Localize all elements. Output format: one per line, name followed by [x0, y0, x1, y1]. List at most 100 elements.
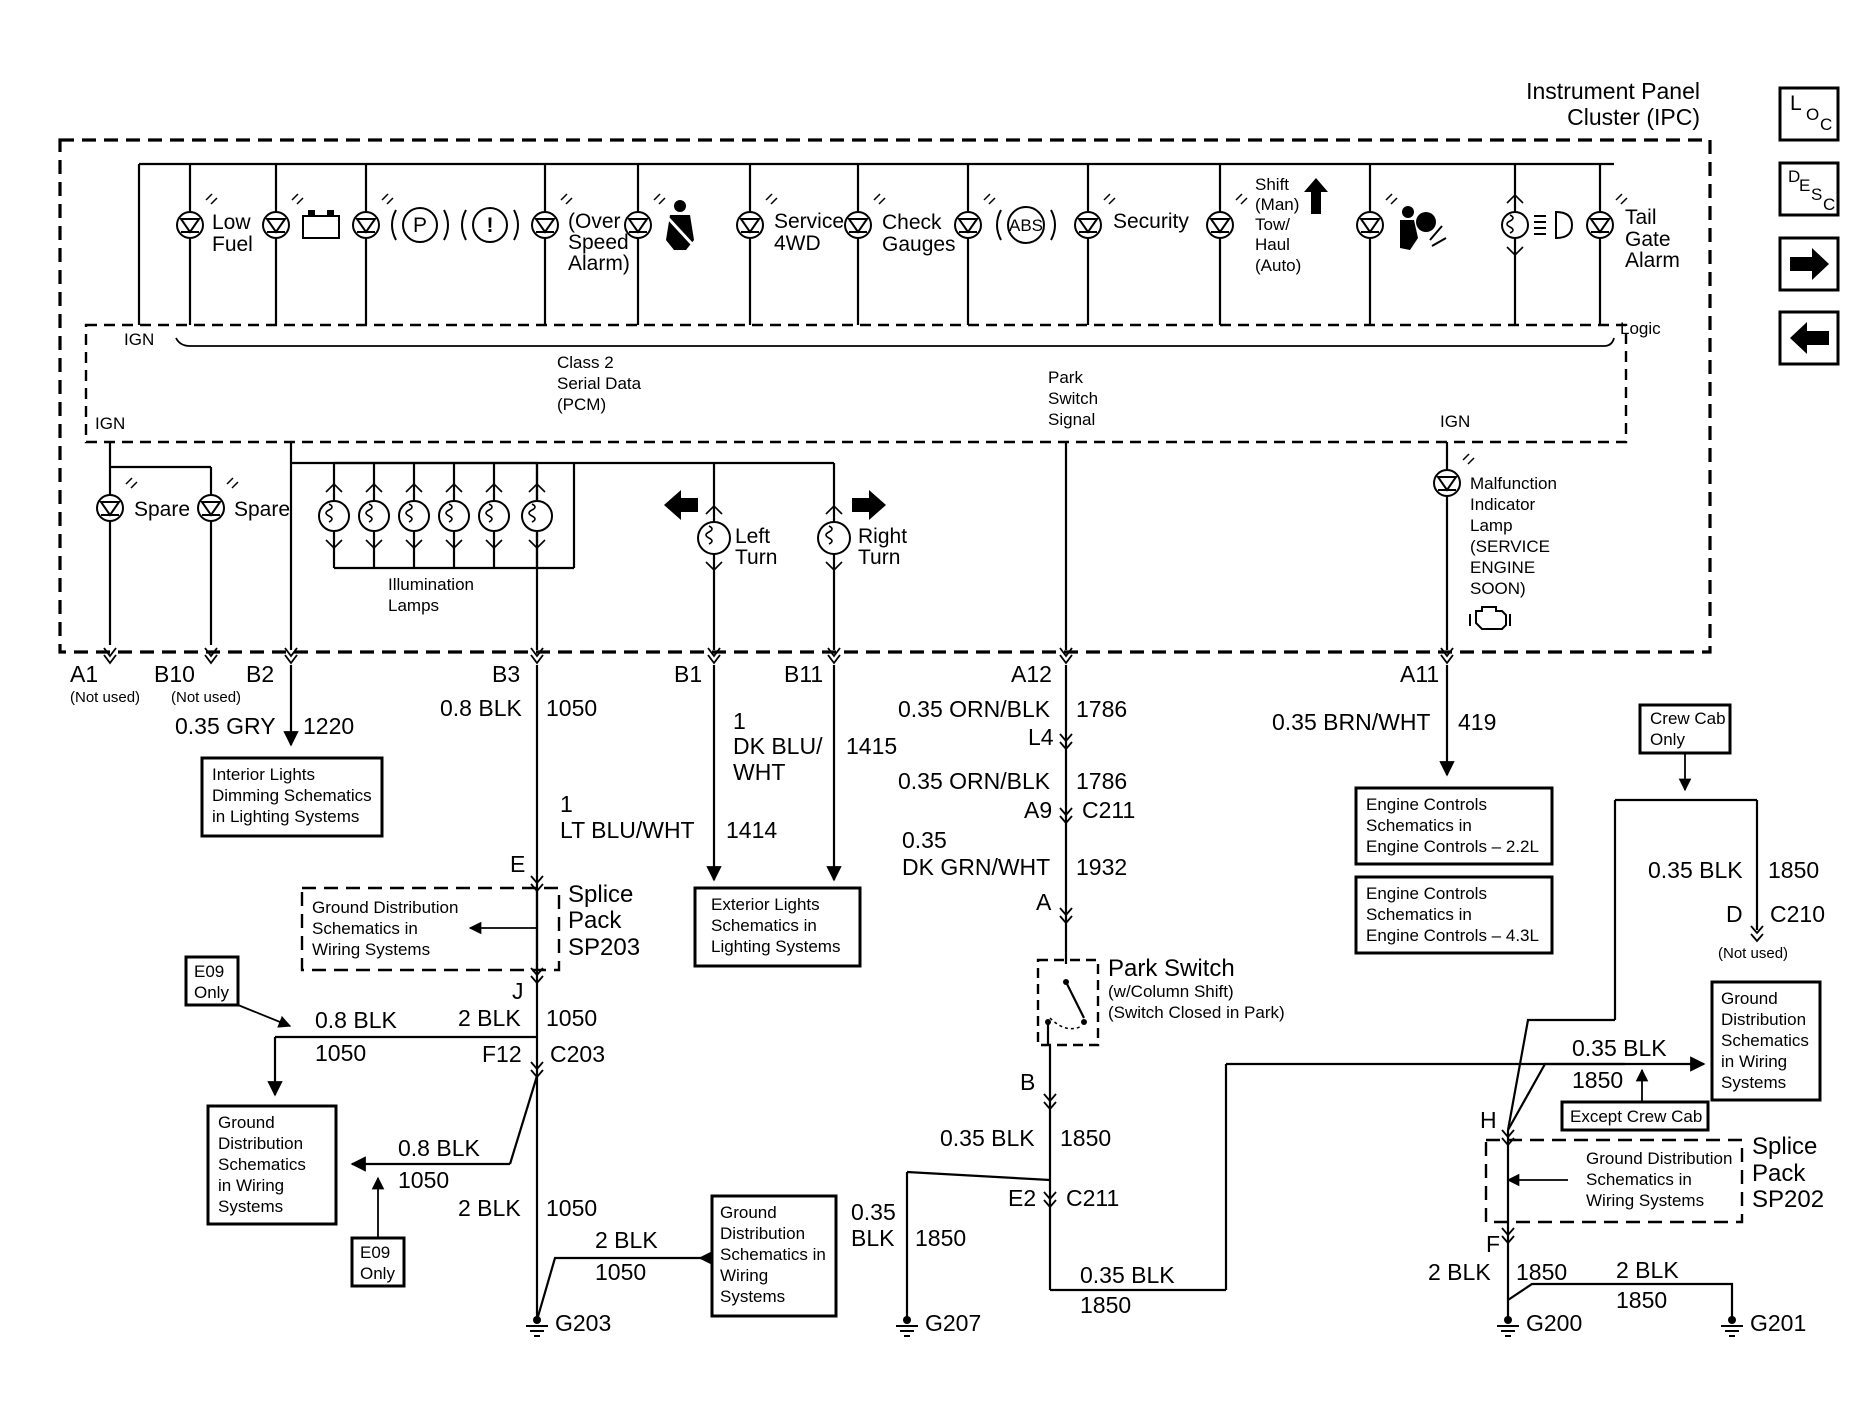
b1-b11-circuits: 1 DK BLU/ WHT 1415	[706, 665, 897, 882]
battery-icon	[302, 210, 340, 239]
ground-distribution-ref-box-right[interactable]: Ground Distribution Schematics in Wiring…	[1710, 980, 1822, 1102]
next-page-button[interactable]	[1778, 236, 1840, 292]
loc-button[interactable]: L O C	[1778, 86, 1840, 142]
connector-pin	[530, 647, 544, 665]
ground-distribution-ref-box-mid[interactable]: Ground Distribution Schematics in Wiring…	[710, 1194, 838, 1318]
park-brake-lamp: P !	[352, 164, 519, 325]
svg-text:1050: 1050	[398, 1167, 449, 1193]
except-crew-cab-box[interactable]: Except Crew Cab	[1560, 1100, 1710, 1132]
svg-text:419: 419	[1458, 709, 1496, 735]
svg-text:in Wiring: in Wiring	[218, 1176, 284, 1195]
svg-text:2 BLK: 2 BLK	[458, 1005, 521, 1031]
svg-text:L: L	[1790, 92, 1802, 115]
engine-controls-43l-ref-box[interactable]: Engine Controls Schematics in Engine Con…	[1354, 875, 1554, 955]
svg-text:Only: Only	[360, 1264, 395, 1283]
svg-text:0.35 BLK: 0.35 BLK	[940, 1125, 1035, 1151]
desc-button[interactable]: D E S C	[1778, 161, 1840, 217]
svg-text:B11: B11	[784, 661, 823, 687]
svg-text:A1: A1	[70, 661, 98, 687]
svg-text:Alarm: Alarm	[1625, 249, 1680, 272]
headlamp-icon	[1534, 210, 1574, 240]
connector-pin	[103, 647, 117, 665]
svg-text:Malfunction: Malfunction	[1470, 474, 1557, 493]
svg-text:1850: 1850	[915, 1225, 966, 1251]
svg-text:Tail: Tail	[1625, 206, 1657, 229]
low-fuel-lamp: Low Fuel	[176, 164, 253, 325]
svg-text:1050: 1050	[315, 1040, 366, 1066]
svg-text:Splice: Splice	[568, 881, 633, 908]
abs-lamp: ABS	[954, 164, 1056, 325]
svg-text:Illumination: Illumination	[388, 575, 474, 594]
exterior-lights-ref-box[interactable]: Exterior Lights Schematics in Lighting S…	[693, 886, 862, 968]
svg-text:J: J	[512, 978, 524, 1004]
svg-text:Systems: Systems	[720, 1287, 785, 1306]
svg-text:Turn: Turn	[735, 546, 777, 569]
b2-circuit: 0.35 GRY 1220	[175, 665, 354, 747]
svg-text:C210: C210	[1770, 901, 1825, 927]
svg-text:Gate: Gate	[1625, 228, 1671, 251]
svg-text:Interior Lights: Interior Lights	[212, 765, 315, 784]
svg-text:E09: E09	[194, 962, 224, 981]
svg-text:Ground: Ground	[1721, 989, 1778, 1008]
ign-label-top: IGN	[124, 330, 154, 349]
svg-text:Lamps: Lamps	[388, 596, 439, 615]
ground-distribution-ref-box-left[interactable]: Ground Distribution Schematics in Wiring…	[206, 1104, 338, 1226]
crew-cab-only-box[interactable]: Crew Cab Only	[1638, 703, 1732, 755]
svg-text:Engine Controls: Engine Controls	[1366, 884, 1487, 903]
e09-only-box-top[interactable]: E09 Only	[184, 955, 240, 1007]
illumination-bulb	[398, 463, 430, 568]
svg-text:B10: B10	[154, 661, 195, 687]
ground-labels: G203 G207 G200 G201	[555, 1310, 1806, 1336]
svg-text:Park: Park	[1048, 368, 1083, 387]
svg-text:Cluster (IPC): Cluster (IPC)	[1567, 104, 1700, 130]
svg-text:(Switch Closed in Park): (Switch Closed in Park)	[1108, 1003, 1285, 1022]
ign-label-right: IGN	[1440, 412, 1470, 431]
svg-text:0.35: 0.35	[851, 1199, 896, 1225]
illumination-bulb	[318, 463, 350, 568]
svg-text:Engine Controls: Engine Controls	[1366, 795, 1487, 814]
svg-text:1850: 1850	[1060, 1125, 1111, 1151]
svg-text:0.35 BLK: 0.35 BLK	[1080, 1262, 1175, 1288]
seat-belt-icon	[666, 200, 694, 250]
class2-bracket	[175, 337, 1615, 347]
svg-text:Schematics in: Schematics in	[312, 919, 418, 938]
svg-text:Wiring Systems: Wiring Systems	[1586, 1191, 1704, 1210]
engine-icon	[1469, 606, 1511, 630]
svg-text:Spare: Spare	[134, 498, 190, 521]
svg-text:SP203: SP203	[568, 934, 640, 961]
svg-text:0.35 BLK: 0.35 BLK	[1572, 1035, 1667, 1061]
connector-pin	[1440, 647, 1454, 665]
service-4wd-lamp: Service 4WD	[736, 164, 844, 325]
c210-circuit: 0.35 BLK 1850 D C210 (Not used)	[1506, 798, 1825, 1131]
svg-text:Distribution: Distribution	[1721, 1010, 1806, 1029]
tail-gate-lamp: Tail Gate Alarm	[1586, 164, 1680, 325]
svg-text:in Wiring: in Wiring	[1721, 1052, 1787, 1071]
svg-text:1850: 1850	[1080, 1292, 1131, 1318]
security-lamp: Security	[1074, 164, 1189, 325]
splice-pack-sp202: Ground Distribution Schematics in Wiring…	[1484, 1130, 1824, 1320]
svg-text:G200: G200	[1526, 1310, 1582, 1336]
svg-text:(PCM): (PCM)	[557, 395, 606, 414]
svg-text:B3: B3	[492, 661, 520, 687]
svg-text:Schematics in: Schematics in	[1586, 1170, 1692, 1189]
svg-text:G203: G203	[555, 1310, 611, 1336]
a12-circuit: 0.35 ORN/BLK 1786 L4 0.35 ORN/BLK 1786 A…	[898, 665, 1135, 964]
e09-only-box-bottom[interactable]: E09 Only	[350, 1236, 406, 1288]
b3-circuit: 0.8 BLK 1050 1 LT BLU/WHT 1414 E J	[440, 665, 777, 1320]
previous-page-button[interactable]	[1778, 310, 1840, 366]
svg-text:Alarm): Alarm)	[568, 252, 630, 275]
interior-lights-ref-box[interactable]: Interior Lights Dimming Schematics in Li…	[200, 756, 384, 838]
svg-text:Exterior Lights: Exterior Lights	[711, 895, 820, 914]
svg-text:Schematics in: Schematics in	[1366, 816, 1472, 835]
svg-text:Engine Controls – 2.2L: Engine Controls – 2.2L	[1366, 837, 1539, 856]
arrow-right-icon	[1790, 248, 1829, 280]
engine-controls-22l-ref-box[interactable]: Engine Controls Schematics in Engine Con…	[1354, 786, 1554, 866]
svg-text:1932: 1932	[1076, 854, 1127, 880]
svg-text:C: C	[1820, 115, 1832, 134]
svg-text:0.8 BLK: 0.8 BLK	[315, 1007, 397, 1033]
svg-text:0.8 BLK: 0.8 BLK	[398, 1135, 480, 1161]
connector-pin	[827, 647, 841, 665]
ground-symbol-icon	[1721, 1316, 1743, 1337]
svg-text:0.35 BLK: 0.35 BLK	[1648, 857, 1743, 883]
illumination-bulb	[521, 463, 553, 568]
